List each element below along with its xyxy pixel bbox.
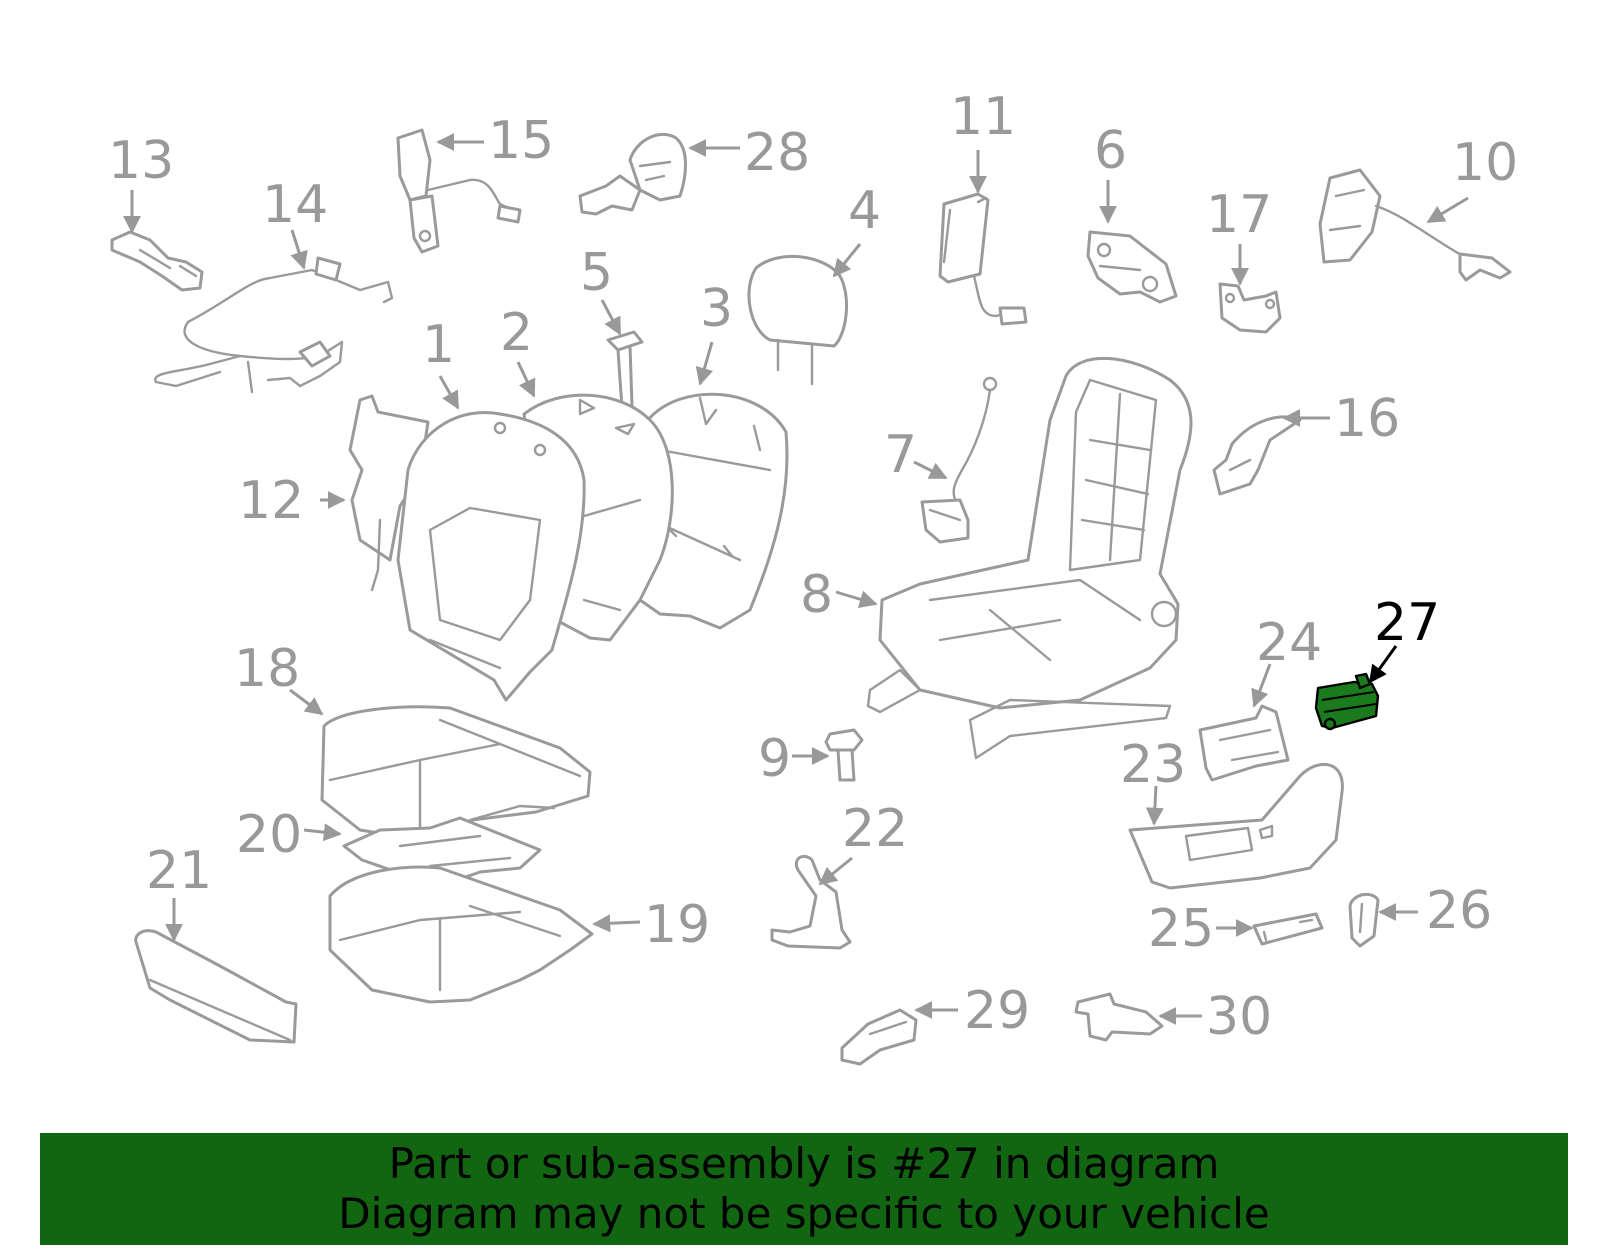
callout-7: 7: [884, 425, 917, 485]
part-15-seat-belt-buckle[interactable]: [396, 128, 522, 254]
part-5-headrest-guide[interactable]: [606, 330, 644, 410]
callout-22: 22: [842, 799, 908, 859]
callout-29: 29: [964, 981, 1030, 1041]
banner-line-disclaimer: Diagram may not be specific to your vehi…: [338, 1189, 1270, 1238]
part-12-back-board[interactable]: [348, 394, 430, 592]
callout-16: 16: [1334, 389, 1400, 449]
part-29-cover[interactable]: [840, 1008, 918, 1066]
part-23-side-shield[interactable]: [1128, 762, 1344, 890]
callout-12: 12: [238, 471, 304, 531]
part-28-side-cover[interactable]: [578, 132, 687, 216]
callout-9: 9: [758, 729, 791, 789]
leader-lines: [123, 133, 1469, 1025]
callout-8: 8: [800, 565, 833, 625]
part-11-airbag-module[interactable]: [938, 192, 1028, 326]
callout-5: 5: [580, 243, 613, 303]
part-30-cover[interactable]: [1074, 992, 1164, 1042]
callout-10: 10: [1452, 133, 1518, 193]
part-21-side-trim[interactable]: [134, 929, 298, 1044]
callout-11: 11: [950, 87, 1016, 147]
callout-1: 1: [422, 315, 455, 375]
callout-25: 25: [1148, 899, 1214, 959]
part-6-recliner[interactable]: [1086, 230, 1178, 304]
callout-4: 4: [848, 181, 881, 241]
callout-24: 24: [1256, 613, 1322, 673]
callout-17: 17: [1206, 185, 1272, 245]
part-4-headrest[interactable]: [747, 255, 848, 386]
callout-20: 20: [236, 805, 302, 865]
callout-18: 18: [234, 639, 300, 699]
part-13-connector[interactable]: [110, 230, 204, 292]
part-3-seatback-pad[interactable]: [636, 392, 789, 630]
part-1-seatback-assembly[interactable]: [396, 411, 586, 702]
callout-28: 28: [744, 123, 810, 183]
callout-30: 30: [1206, 987, 1272, 1047]
part-27-switch-highlighted[interactable]: [1314, 672, 1380, 731]
callout-23: 23: [1120, 735, 1186, 795]
part-25-switch-knob[interactable]: [1252, 912, 1324, 946]
callout-27: 27: [1374, 593, 1440, 653]
callout-13: 13: [108, 131, 174, 191]
callout-3: 3: [700, 279, 733, 339]
part-24-bracket[interactable]: [1198, 704, 1290, 782]
part-19-seat-cushion-pad[interactable]: [328, 865, 594, 1004]
callout-14: 14: [262, 175, 328, 235]
part-8-seat-frame[interactable]: [866, 357, 1193, 760]
banner-line-part: Part or sub-assembly is #27 in diagram: [388, 1139, 1220, 1188]
part-16-lever[interactable]: [1212, 415, 1302, 496]
callout-19: 19: [644, 895, 710, 955]
callout-6: 6: [1094, 121, 1127, 181]
callout-21: 21: [146, 841, 212, 901]
callout-26: 26: [1426, 881, 1492, 941]
part-10-power-adjuster[interactable]: [1318, 168, 1512, 282]
part-26-knob[interactable]: [1348, 892, 1380, 948]
callout-2: 2: [500, 303, 533, 363]
info-banner: Part or sub-assembly is #27 in diagram D…: [40, 1133, 1568, 1245]
part-9-bolt[interactable]: [824, 728, 864, 782]
part-7-switch-cable[interactable]: [920, 376, 998, 544]
part-14-wire-harness[interactable]: [154, 256, 394, 394]
callout-15: 15: [488, 111, 554, 171]
callout-labels: 13 14 15 28 4 5 3 11 6 17 10 1 2 12 7 16…: [108, 87, 1518, 1047]
part-17-bracket[interactable]: [1218, 282, 1282, 334]
